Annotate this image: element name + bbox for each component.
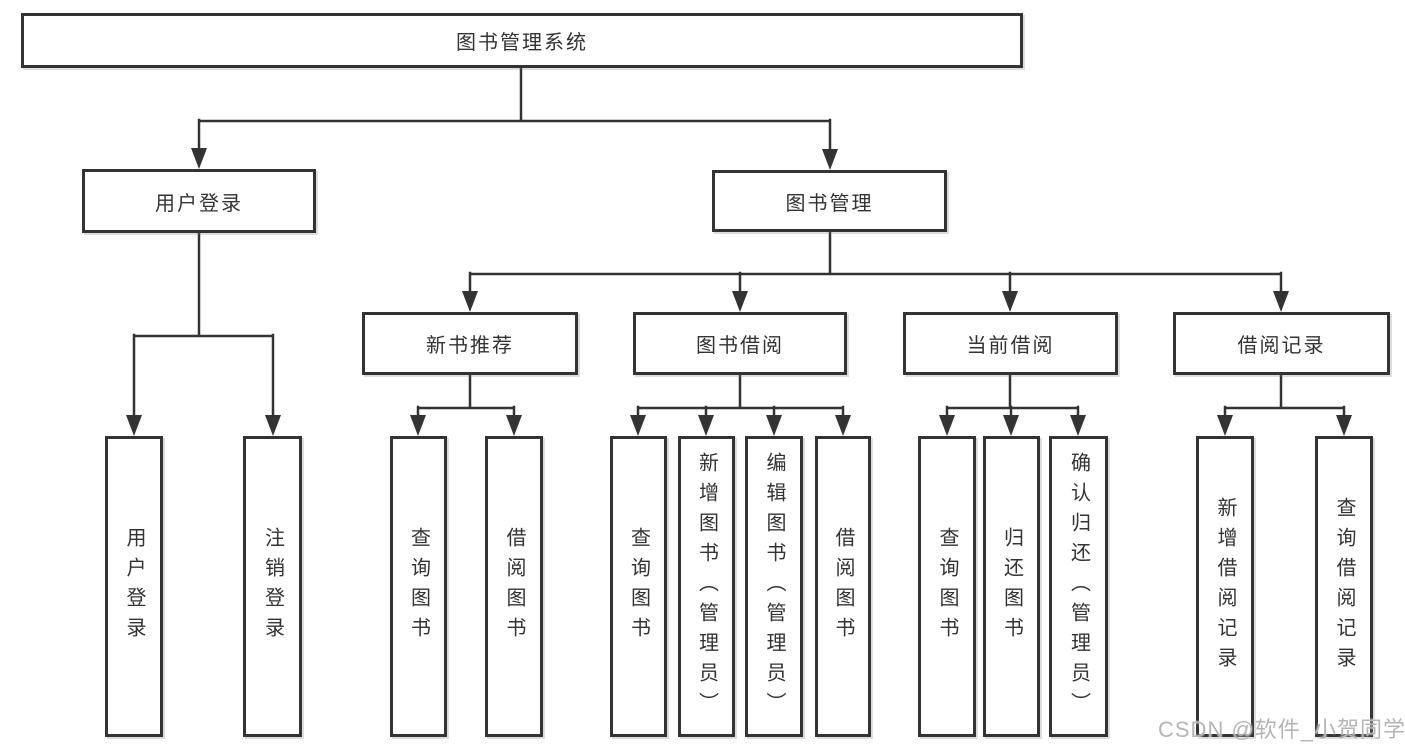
- leaf-add-borrow-record: 新增借阅记录: [1196, 436, 1254, 737]
- leaf-query-books-recommend-label: 查询图书: [407, 526, 430, 647]
- node-book-management-label: 图书管理: [785, 192, 874, 215]
- arrow-heads: [126, 148, 1352, 436]
- node-new-book-recommend-label: 新书推荐: [426, 335, 514, 357]
- node-book-management: 图书管理: [712, 170, 947, 232]
- node-new-book-recommend: 新书推荐: [362, 312, 578, 375]
- leaf-query-borrow-record-label: 查询借阅记录: [1333, 496, 1355, 677]
- tree-connector-lines: [132, 66, 1346, 419]
- node-book-borrowing-label: 图书借阅: [696, 335, 784, 357]
- node-user-login-branch: 用户登录: [82, 169, 316, 233]
- leaf-borrow-books-recommend-label: 借阅图书: [503, 526, 525, 647]
- node-root: 图书管理系统: [21, 13, 1023, 68]
- leaf-return-book-label: 归还图书: [1000, 526, 1023, 647]
- leaf-query-books-borrowing-label: 查询图书: [627, 526, 650, 647]
- leaf-user-login: 用户登录: [105, 436, 163, 737]
- leaf-add-borrow-record-label: 新增借阅记录: [1214, 496, 1236, 677]
- leaf-borrow-books-borrowing: 借阅图书: [815, 436, 871, 737]
- node-current-borrowing: 当前借阅: [903, 312, 1118, 375]
- leaf-query-books-borrowing: 查询图书: [610, 436, 667, 737]
- node-root-label: 图书管理系统: [456, 32, 588, 54]
- leaf-user-login-label: 用户登录: [123, 526, 145, 647]
- leaf-logout-label: 注销登录: [261, 526, 284, 647]
- leaf-query-books-current-label: 查询图书: [936, 526, 958, 647]
- leaf-query-books-recommend: 查询图书: [390, 436, 447, 737]
- csdn-watermark: CSDN @软件_小贺同学: [1158, 717, 1405, 742]
- leaf-edit-book-admin: 编辑图书（管理员）: [745, 436, 803, 737]
- node-current-borrowing-label: 当前借阅: [966, 335, 1055, 357]
- leaf-query-books-current: 查询图书: [918, 436, 976, 737]
- node-book-borrowing: 图书借阅: [633, 312, 847, 375]
- node-borrow-records-label: 借阅记录: [1237, 335, 1326, 357]
- node-borrow-records: 借阅记录: [1173, 312, 1390, 375]
- leaf-add-book-admin-label: 新增图书（管理员）: [695, 451, 718, 722]
- leaf-return-book: 归还图书: [983, 436, 1040, 737]
- leaf-borrow-books-borrowing-label: 借阅图书: [832, 526, 854, 647]
- leaf-confirm-return-admin-label: 确认归还（管理员）: [1067, 451, 1090, 722]
- leaf-query-borrow-record: 查询借阅记录: [1315, 436, 1373, 737]
- leaf-confirm-return-admin: 确认归还（管理员）: [1049, 436, 1108, 737]
- leaf-borrow-books-recommend: 借阅图书: [485, 436, 543, 737]
- node-user-login-branch-label: 用户登录: [155, 192, 243, 215]
- leaf-add-book-admin: 新增图书（管理员）: [678, 436, 735, 737]
- leaf-logout: 注销登录: [243, 436, 302, 737]
- leaf-edit-book-admin-label: 编辑图书（管理员）: [763, 451, 785, 722]
